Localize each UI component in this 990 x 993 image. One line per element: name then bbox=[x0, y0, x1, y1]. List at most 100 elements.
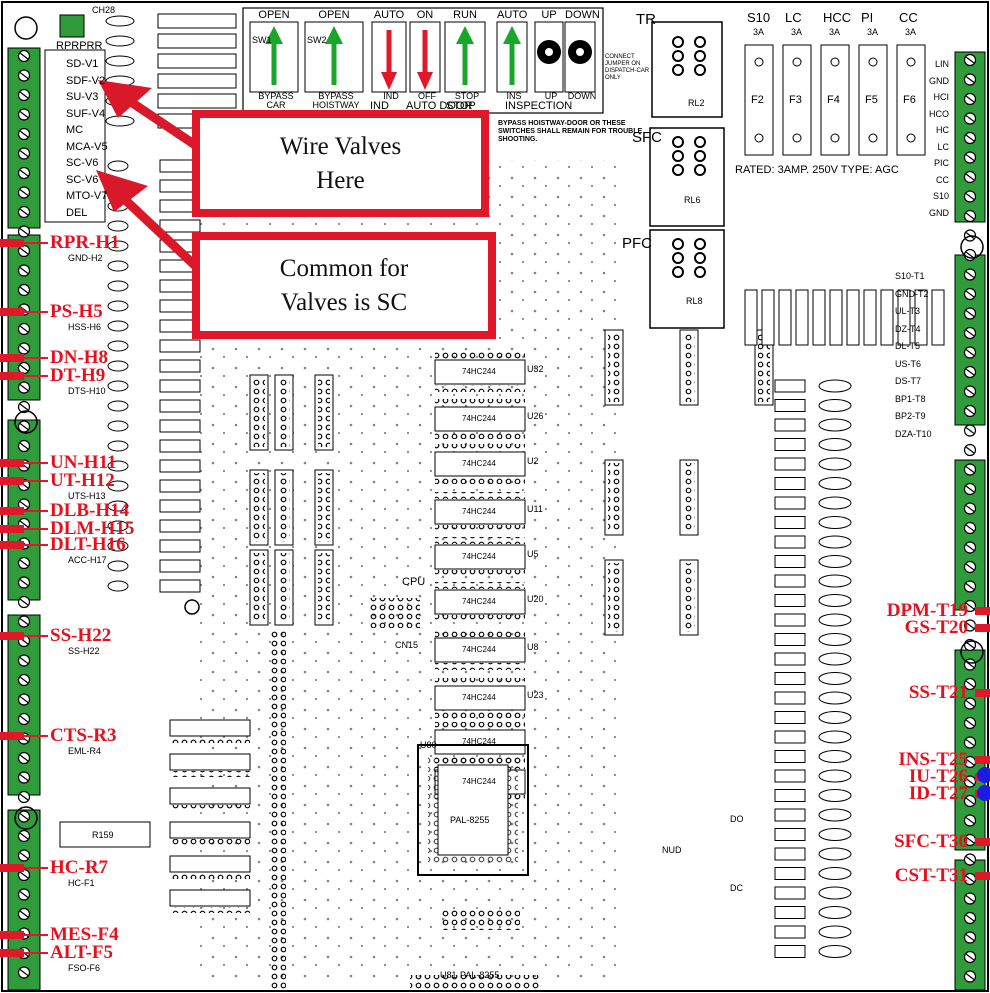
fuse-rating: 3A bbox=[829, 27, 841, 37]
switch-id-label: SW1 bbox=[252, 35, 272, 45]
right-mid-terminal-label: BP1-T8 bbox=[895, 393, 926, 404]
pal-chip2-label: PAL-8255 bbox=[460, 970, 500, 980]
right-terminal-label: ID-T27 bbox=[908, 783, 968, 804]
chip-id-label: U32 bbox=[527, 364, 544, 374]
switch-bottom-label: UP bbox=[544, 91, 558, 101]
valve-terminal-label: SU-V3 bbox=[66, 91, 99, 103]
right-mid-terminal-label: UL-T3 bbox=[895, 306, 921, 316]
left-terminal-label: SS-H22 bbox=[50, 625, 112, 646]
switch-top-label: OPEN bbox=[258, 9, 290, 21]
left-terminal-label: CTS-R3 bbox=[50, 725, 117, 746]
fuse-header: CC bbox=[899, 10, 918, 25]
switch-bottom-label: BYPASS HOISTWAY bbox=[312, 91, 360, 110]
right-top-terminal-label: CC bbox=[936, 174, 949, 185]
switch-bottom-label: OFF bbox=[418, 91, 436, 101]
switch-id-label: SW2 bbox=[307, 35, 327, 45]
left-terminal-label: DT-H9 bbox=[50, 365, 106, 386]
cn15-label: CN15 bbox=[395, 640, 419, 650]
relay-label: TR bbox=[636, 11, 656, 28]
left-terminal-label: RPR-H1 bbox=[50, 232, 120, 253]
fuse-rating: 3A bbox=[791, 27, 803, 37]
rprprr-label: RPRPRR bbox=[56, 40, 103, 52]
left-terminal-label: DLT-H16 bbox=[50, 534, 126, 555]
wire-valves-line2: Here bbox=[316, 166, 365, 194]
common-sc-callout: Common for Valves is SC bbox=[192, 232, 496, 339]
left-terminal-sublabel: EML-R4 bbox=[68, 746, 102, 756]
relay-label: SFC bbox=[632, 129, 662, 146]
chip-id-label: U8 bbox=[527, 642, 539, 652]
switch-top-label: UP bbox=[541, 9, 557, 21]
wire-valves-callout: Wire Valves Here bbox=[192, 110, 489, 217]
valve-terminal-label: SC-V6 bbox=[66, 173, 99, 186]
right-top-terminal-label: HCI bbox=[933, 92, 950, 102]
valve-terminal-label: SD-V1 bbox=[66, 58, 99, 70]
do-label: DO bbox=[730, 814, 744, 824]
switch-group-label: INSPECTION bbox=[505, 100, 573, 112]
nud-label: NUD bbox=[662, 845, 682, 855]
left-terminal-sublabel: GND-H2 bbox=[68, 253, 103, 263]
common-sc-line2: Valves is SC bbox=[280, 288, 408, 316]
fuse-name: F5 bbox=[865, 94, 878, 106]
fuse-name: F3 bbox=[789, 94, 802, 106]
right-mid-terminal-label: DZA-T10 bbox=[895, 428, 932, 439]
right-terminal-label: IU-T26 bbox=[908, 766, 968, 787]
fuse-name: F6 bbox=[903, 94, 916, 106]
chip-label: 74HC244 bbox=[462, 737, 496, 746]
switch-top-label: AUTO bbox=[373, 9, 405, 21]
left-terminal-label: UT-H12 bbox=[50, 470, 115, 491]
chip-label: 74HC244 bbox=[462, 777, 496, 786]
fuse-header: HCC bbox=[823, 10, 852, 25]
relay-label: PFC bbox=[622, 235, 652, 252]
fuse-header: S10 bbox=[747, 10, 771, 25]
chip-id-label: U26 bbox=[527, 411, 544, 421]
relay-label: RL2 bbox=[688, 98, 705, 108]
ch28-label: CH28 bbox=[92, 5, 116, 15]
bypass-note: BYPASS HOISTWAY-DOOR OR THESE SWITCHES S… bbox=[498, 120, 643, 143]
r159-label: R159 bbox=[92, 830, 114, 840]
u81-label: U81 bbox=[440, 970, 457, 980]
right-top-terminal-label: LC bbox=[937, 141, 949, 152]
right-terminal-label: CST-T31 bbox=[894, 865, 968, 886]
right-terminal-label: GS-T20 bbox=[904, 617, 968, 638]
switch-top-label: ON bbox=[416, 9, 434, 21]
valve-terminal-label: MTO-V7 bbox=[66, 190, 108, 202]
right-mid-terminal-label: US-T6 bbox=[895, 358, 922, 369]
left-terminal-sublabel: DTS-H10 bbox=[68, 386, 106, 396]
switch-bottom-label: STOP bbox=[454, 91, 480, 101]
switch-group-label: IND bbox=[370, 100, 389, 112]
switch-top-label: DOWN bbox=[565, 9, 600, 21]
right-top-terminal-label: S10 bbox=[932, 191, 949, 201]
chip-id-label: U5 bbox=[527, 549, 539, 559]
valve-terminal-label: SC-V6 bbox=[66, 157, 99, 169]
fuse-rating: 3A bbox=[867, 27, 879, 37]
switch-bottom-label: INS bbox=[506, 91, 522, 101]
fuse-header: LC bbox=[785, 10, 802, 25]
switch-bottom-label: DOWN bbox=[567, 91, 597, 101]
right-mid-terminal-label: GND-T2 bbox=[895, 288, 929, 299]
switch-top-label: RUN bbox=[453, 9, 477, 21]
left-terminal-sublabel: ACC-H17 bbox=[68, 555, 107, 565]
relay-label: RL8 bbox=[686, 296, 703, 306]
right-mid-terminal-label: S10-T1 bbox=[895, 271, 925, 281]
switch-group-label: AUTO DOOR bbox=[406, 100, 473, 112]
right-mid-terminal-label: DZ-T4 bbox=[895, 323, 921, 334]
common-sc-line1: Common for bbox=[279, 254, 409, 282]
left-terminal-sublabel: FSO-F6 bbox=[68, 963, 101, 973]
fuse-rating: 3A bbox=[753, 27, 765, 37]
fuse-rating: 3A bbox=[905, 27, 917, 37]
fuse-header: PI bbox=[861, 10, 874, 25]
chip-label: 74HC244 bbox=[462, 414, 496, 423]
left-terminal-sublabel: SS-H22 bbox=[68, 646, 100, 656]
chip-id-label: U20 bbox=[527, 594, 544, 604]
left-terminal-label: HC-R7 bbox=[50, 857, 109, 878]
right-terminal-label: INS-T25 bbox=[898, 749, 968, 770]
right-mid-terminal-label: DL-T5 bbox=[895, 341, 921, 351]
right-terminal-label: DPM-T19 bbox=[886, 600, 968, 621]
right-top-terminal-label: GND bbox=[929, 75, 949, 86]
chip-id-label: U11 bbox=[527, 504, 543, 514]
switch-bottom-label: IND bbox=[383, 91, 399, 101]
chip-label: 74HC244 bbox=[462, 693, 496, 702]
left-terminal-label: UN-H11 bbox=[50, 452, 117, 473]
left-terminal-label: MES-F4 bbox=[50, 924, 119, 945]
wire-valves-line1: Wire Valves bbox=[279, 132, 402, 160]
